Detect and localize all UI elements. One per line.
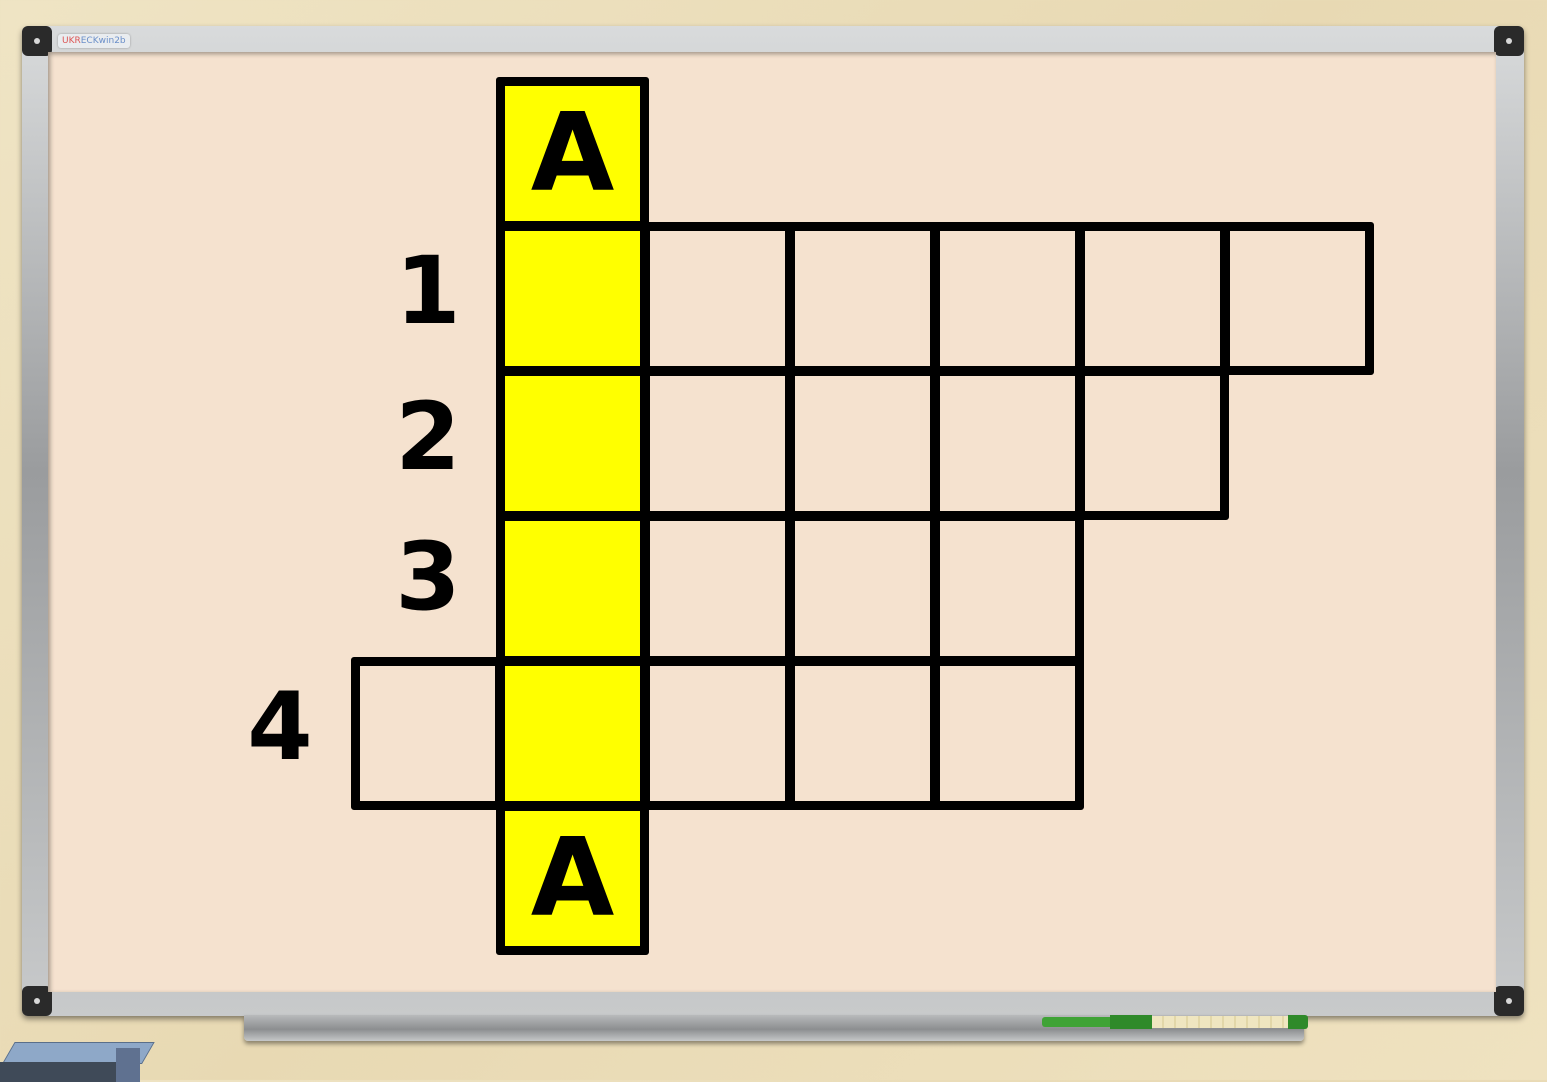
row-4-cell[interactable]	[641, 657, 794, 810]
keyword-cell-6[interactable]: А	[496, 802, 649, 955]
row-1-cell[interactable]	[1076, 222, 1229, 375]
row-3-cell[interactable]	[786, 512, 939, 665]
row-3-cell[interactable]	[931, 512, 1084, 665]
marker-icon[interactable]	[1042, 1013, 1266, 1031]
row-2-cell[interactable]	[931, 367, 1084, 520]
keyword-letter	[505, 231, 640, 366]
row-number-4: 4	[230, 678, 330, 778]
eraser-icon[interactable]	[0, 1042, 146, 1082]
row-1-cell[interactable]	[641, 222, 794, 375]
row-2-cell[interactable]	[641, 367, 794, 520]
keyword-letter: А	[505, 811, 640, 946]
row-number-1: 1	[378, 242, 478, 342]
keyword-cell-3[interactable]	[496, 367, 649, 520]
keyword-cell-4[interactable]	[496, 512, 649, 665]
row-1-cell[interactable]	[786, 222, 939, 375]
brand-label: UKRECKwin2b	[58, 34, 130, 48]
keyword-letter	[505, 376, 640, 511]
keyword-cell-2[interactable]	[496, 222, 649, 375]
keyword-letter	[505, 666, 640, 801]
corner-top-right	[1494, 26, 1524, 56]
row-4-cell[interactable]	[351, 657, 504, 810]
corner-bottom-right	[1494, 986, 1524, 1016]
row-2-cell[interactable]	[1076, 367, 1229, 520]
row-4-cell[interactable]	[786, 657, 939, 810]
row-4-cell[interactable]	[931, 657, 1084, 810]
row-number-3: 3	[378, 528, 478, 628]
keyword-cell-5[interactable]	[496, 657, 649, 810]
keyword-letter: А	[505, 86, 640, 221]
keyword-cell-1[interactable]: А	[496, 77, 649, 230]
row-2-cell[interactable]	[786, 367, 939, 520]
brand-label-b: ECKwin2b	[81, 36, 126, 46]
row-3-cell[interactable]	[641, 512, 794, 665]
row-number-2: 2	[378, 388, 478, 488]
row-1-cell[interactable]	[931, 222, 1084, 375]
row-1-cell[interactable]	[1221, 222, 1374, 375]
brand-label-a: UKR	[62, 36, 81, 46]
keyword-letter	[505, 521, 640, 656]
